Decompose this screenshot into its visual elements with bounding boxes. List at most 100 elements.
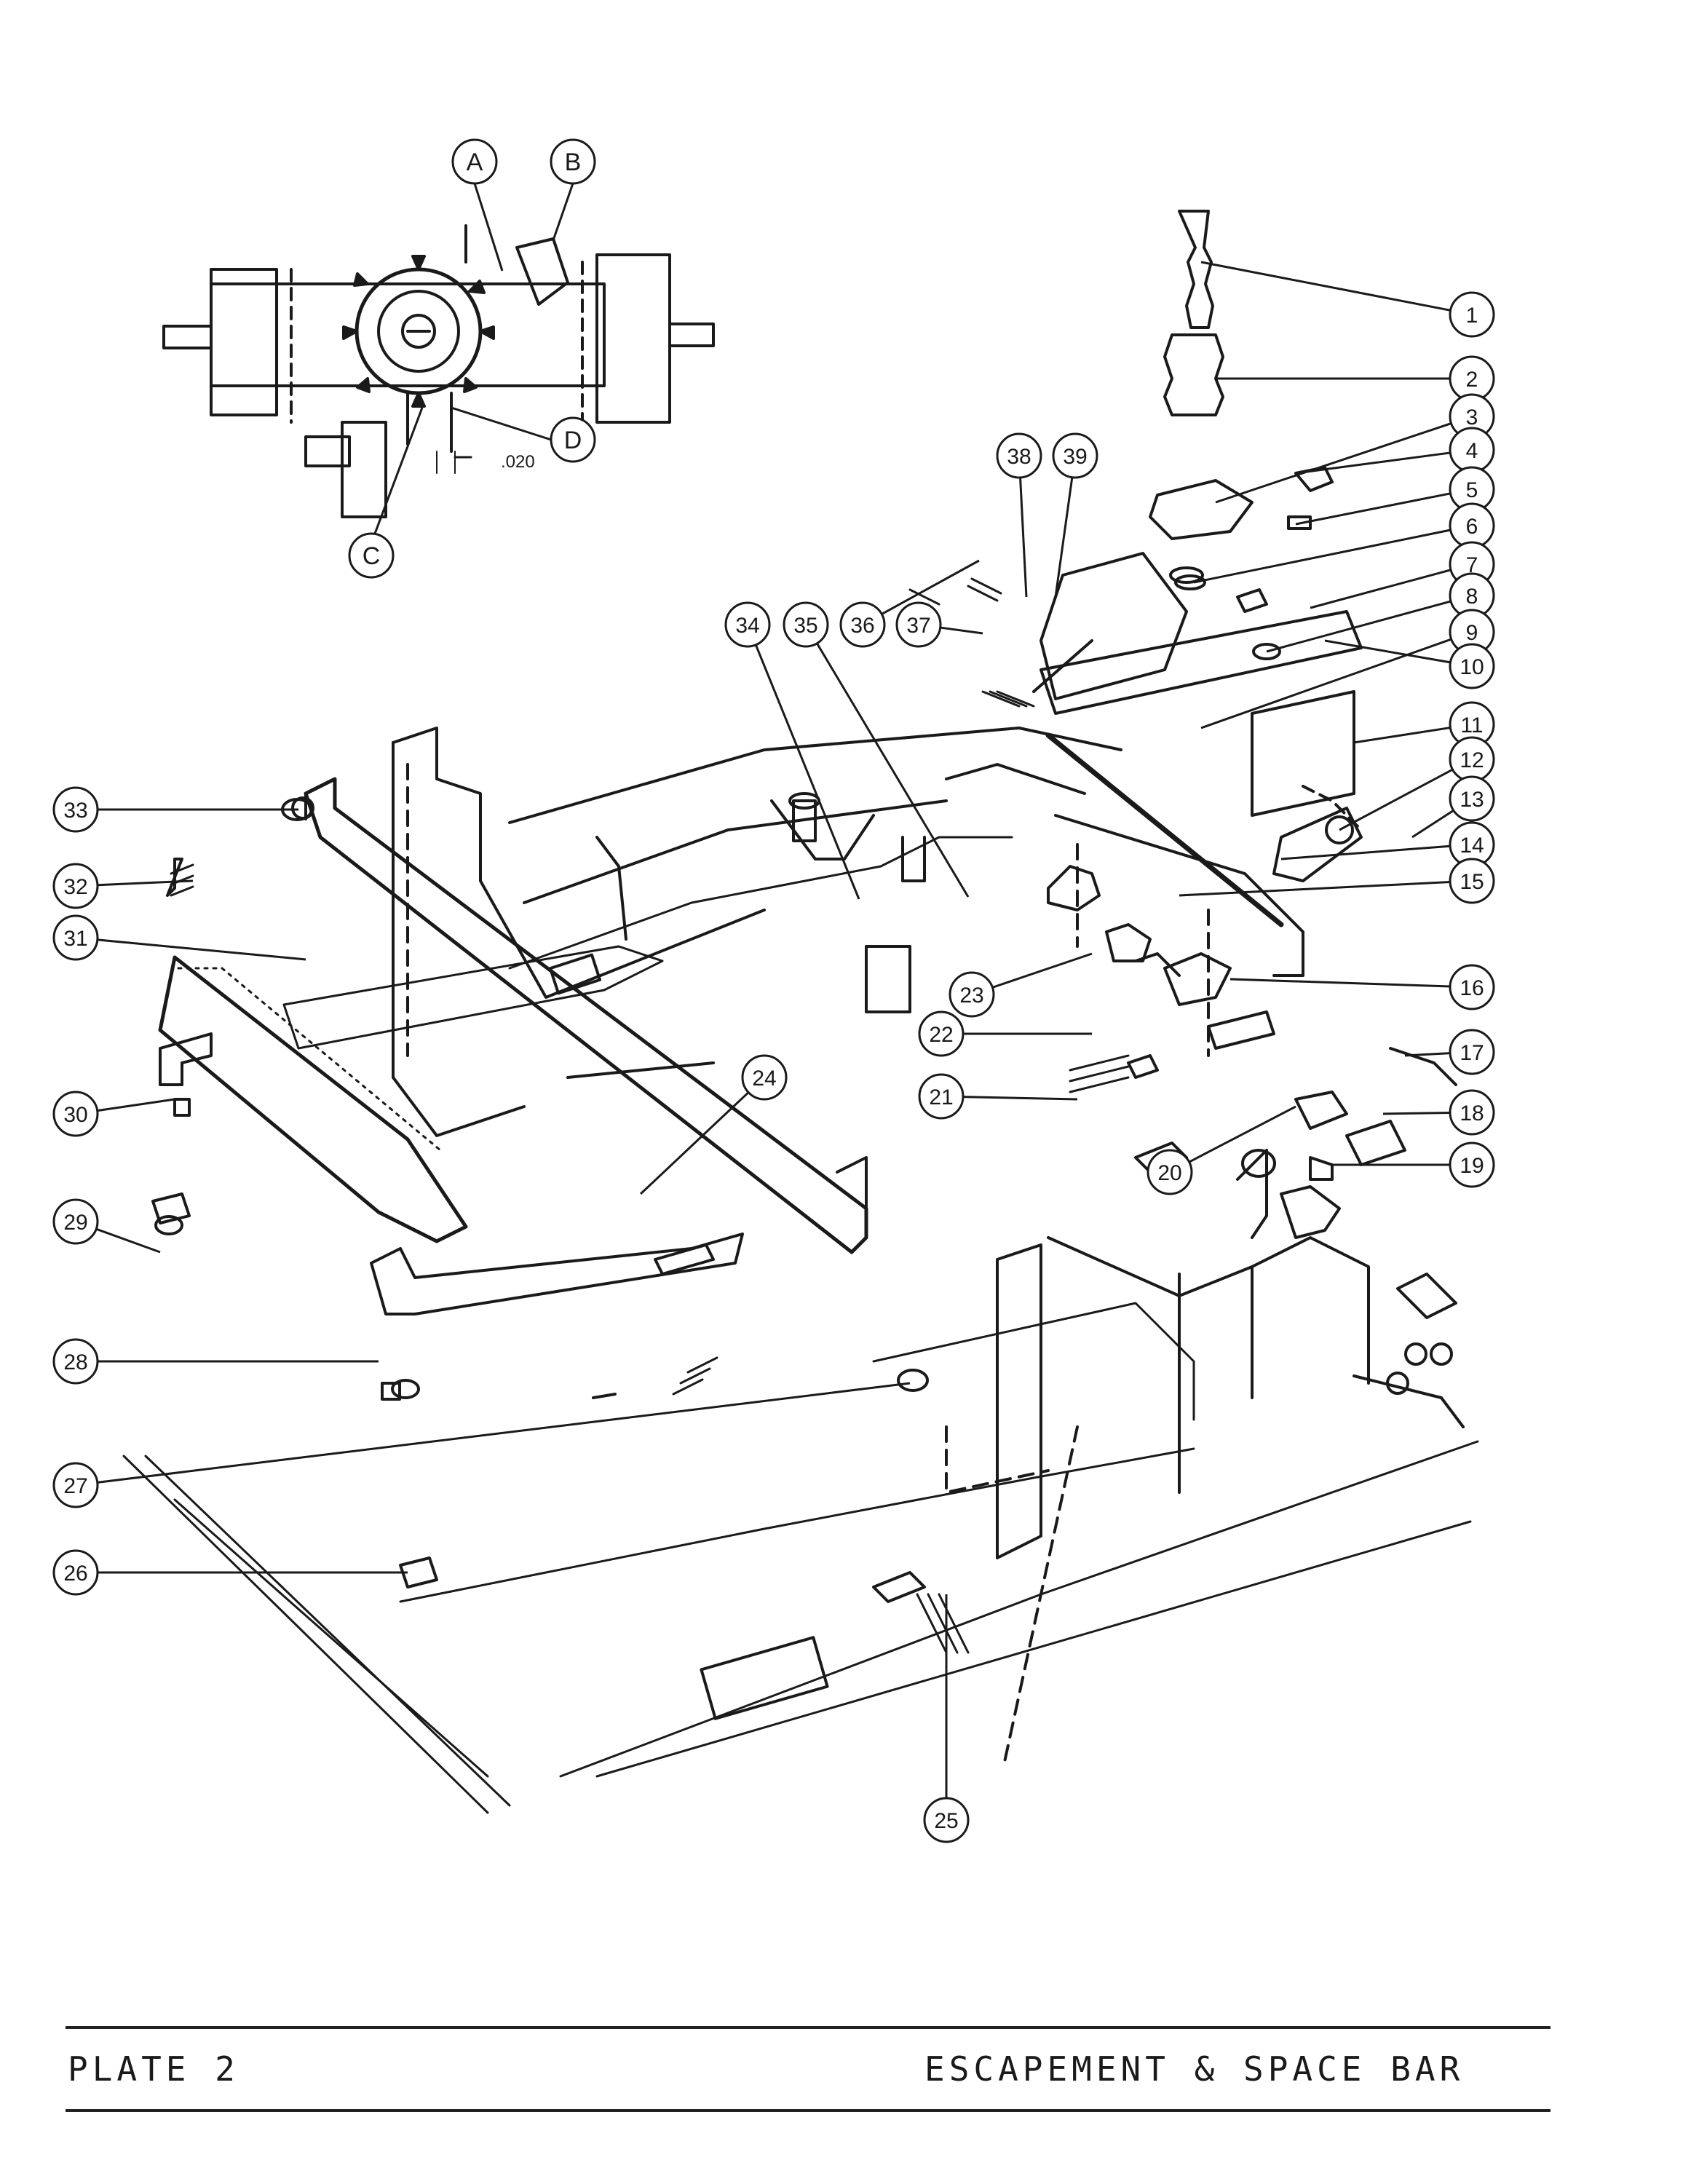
callout-number-4: 4 [1466,439,1478,463]
callout-20: 20 [1147,1105,1296,1195]
callout-34: 34 [724,601,860,900]
callout-number-12: 12 [1460,748,1484,772]
callout-circle-19 [1449,1142,1495,1188]
callout-30: 30 [52,1091,175,1137]
callout-1: 1 [1200,261,1495,338]
callout-circle-29 [52,1198,99,1245]
callout-leader-11 [1353,727,1451,744]
callout-number-19: 19 [1460,1154,1484,1178]
callout-6: 6 [1193,502,1495,584]
callout-number-33: 33 [63,799,87,823]
callout-circle-17 [1449,1029,1495,1075]
callout-number-2: 2 [1466,368,1478,392]
callout-number-18: 18 [1460,1101,1484,1125]
callout-leader-32 [97,879,194,887]
callout-circle-36 [839,601,886,648]
callout-circle-10 [1449,643,1495,689]
callout-7: 7 [1310,541,1495,609]
callout-31: 31 [52,914,306,961]
callout-leader-16 [1229,978,1451,988]
callout-number-25: 25 [934,1809,958,1833]
callout-leader-18 [1382,1111,1451,1115]
callout-circle-13 [1449,775,1495,822]
callout-37: 37 [895,601,983,648]
callout-10: 10 [1324,639,1495,689]
callout-circle-32 [52,863,99,909]
callout-leader-10 [1324,639,1451,664]
callout-letter-b-text: B [565,149,582,176]
callout-28: 28 [52,1338,379,1385]
space-bar-assembly [154,777,929,1401]
callout-32: 32 [52,863,194,909]
callout-circle-26 [52,1549,99,1596]
callout-35: 35 [783,601,970,898]
callout-leader-31 [97,938,306,961]
callout-number-6: 6 [1466,515,1478,539]
callout-17: 17 [1404,1029,1495,1075]
callout-29: 29 [52,1198,161,1254]
callout-2: 2 [1216,355,1495,402]
callout-number-24: 24 [752,1067,776,1091]
callout-number-26: 26 [63,1562,87,1586]
callout-8: 8 [1266,572,1495,653]
callout-leader-15 [1179,880,1451,897]
callout-circle-39 [1052,432,1098,479]
inset-callouts: A B C D .020 [348,138,596,579]
callout-number-14: 14 [1460,834,1484,858]
callout-number-15: 15 [1460,870,1484,894]
callout-leader-13 [1411,810,1454,839]
callout-circle-28 [52,1338,99,1385]
typewriter-frame [392,727,1304,1137]
callout-leader-9 [1200,638,1452,729]
callout-leader-4 [1295,451,1451,475]
callout-22: 22 [918,1010,1092,1057]
callout-circle-24 [741,1054,788,1101]
callout-circle-37 [895,601,942,648]
callout-number-27: 27 [63,1474,87,1498]
callout-letter-d: D [451,406,596,463]
part-callouts: 1234567891011121314151617181920212223242… [52,261,1495,1843]
callout-letter-c: C [348,407,424,579]
callout-18: 18 [1382,1089,1495,1136]
callout-circle-27 [52,1462,99,1508]
callout-number-23: 23 [959,984,983,1008]
callout-circle-22 [918,1010,965,1057]
callout-letter-d-text: D [564,427,582,454]
callout-14: 14 [1280,821,1495,868]
plate-label: PLATE 2 [68,2049,239,2089]
callout-leader-12 [1339,768,1454,831]
callout-circle-23 [949,971,995,1018]
callout-letter-a-text: A [467,149,483,176]
callout-leader-30 [97,1098,175,1112]
callout-letter-c-text: C [363,542,381,570]
callout-number-39: 39 [1063,445,1087,469]
callout-27: 27 [52,1382,911,1508]
callout-number-3: 3 [1466,405,1478,430]
inset-escapement-detail [162,224,715,518]
callout-number-10: 10 [1460,655,1484,679]
footer-bottom-rule [66,2109,1551,2112]
callout-circle-25 [923,1797,970,1843]
callout-circle-16 [1449,964,1495,1010]
callout-number-31: 31 [63,927,87,951]
callout-leader-3 [1215,422,1452,504]
callout-leader-23 [991,952,1093,989]
callout-11: 11 [1353,701,1495,748]
callout-number-38: 38 [1007,445,1031,469]
callout-leader-14 [1280,844,1451,860]
callout-21: 21 [918,1073,1078,1120]
callout-leader-39 [1054,477,1074,598]
callout-33: 33 [52,786,298,833]
callout-38: 38 [996,432,1042,598]
escapement-assembly [1032,210,1363,927]
callout-leader-36 [881,559,980,615]
callout-number-8: 8 [1466,585,1478,609]
callout-leader-8 [1266,600,1452,653]
callout-number-35: 35 [793,614,817,638]
callout-circle-38 [996,432,1042,479]
callout-number-21: 21 [929,1085,953,1109]
callout-number-28: 28 [63,1350,87,1374]
callout-15: 15 [1179,858,1495,904]
callout-leader-20 [1188,1105,1296,1163]
